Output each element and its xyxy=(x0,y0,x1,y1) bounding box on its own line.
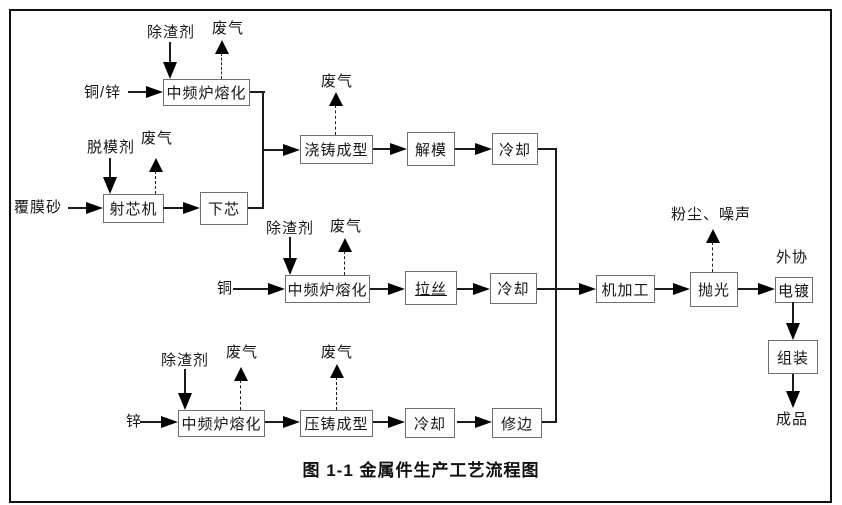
flow-arrowhead xyxy=(283,143,300,156)
process-box-cooling-3: 冷却 xyxy=(405,408,455,438)
flow-line xyxy=(555,149,557,422)
flow-arrowhead xyxy=(162,62,177,79)
flow-line xyxy=(538,148,557,150)
emission-dashed-line xyxy=(240,380,242,410)
emission-arrowhead xyxy=(215,40,229,54)
flow-line xyxy=(184,369,186,397)
flow-line xyxy=(128,91,150,93)
flow-arrowhead xyxy=(102,177,117,194)
process-box-core-shooter: 射芯机 xyxy=(103,194,164,223)
process-box-cooling-1: 冷却 xyxy=(492,133,538,165)
flow-arrowhead xyxy=(161,415,178,428)
label-release-agent: 脱模剂 xyxy=(87,139,136,156)
emission-dashed-line xyxy=(335,105,337,135)
emission-dashed-line xyxy=(344,251,346,275)
flow-arrowhead xyxy=(183,201,200,214)
label-input-cu-zn: 铜/锌 xyxy=(84,84,122,101)
flow-line xyxy=(163,207,187,209)
label-slag-remover-1: 除渣剂 xyxy=(147,24,196,41)
process-box-melt-cu: 中频炉熔化 xyxy=(285,275,370,303)
flow-arrowhead xyxy=(282,258,297,275)
flow-line xyxy=(373,148,394,150)
emission-arrowhead xyxy=(149,158,163,172)
label-waste-gas-1: 废气 xyxy=(212,20,245,37)
label-dust-noise: 粉尘、噪声 xyxy=(671,206,752,223)
flow-arrowhead xyxy=(146,85,163,98)
flow-arrowhead xyxy=(388,415,405,428)
flow-line xyxy=(233,288,272,290)
flow-line xyxy=(262,92,264,209)
process-box-assembly: 组装 xyxy=(768,340,818,374)
label-waste-gas-6: 废气 xyxy=(321,344,354,361)
label-input-zn: 锌 xyxy=(126,413,143,430)
label-slag-remover-3: 除渣剂 xyxy=(161,352,210,369)
flow-arrowhead xyxy=(475,415,492,428)
label-slag-remover-2: 除渣剂 xyxy=(266,220,315,237)
flow-line xyxy=(263,149,288,151)
flow-line xyxy=(455,148,479,150)
flow-line xyxy=(537,288,583,290)
label-waste-gas-4: 废气 xyxy=(330,218,363,235)
process-box-melt-cu-zn: 中频炉熔化 xyxy=(163,79,250,106)
flow-arrowhead xyxy=(579,282,596,295)
emission-arrowhead xyxy=(706,229,720,243)
label-input-coated-sand: 覆膜砂 xyxy=(14,199,63,216)
process-box-die-casting: 压铸成型 xyxy=(300,410,373,437)
flow-line xyxy=(169,42,171,66)
process-box-cooling-2: 冷却 xyxy=(490,273,537,304)
process-box-electroplating: 电镀 xyxy=(775,277,813,303)
process-box-demold: 解模 xyxy=(407,132,455,166)
flow-line xyxy=(68,207,90,209)
flow-line xyxy=(373,421,392,423)
label-input-cu: 铜 xyxy=(217,280,234,297)
flow-line xyxy=(457,421,479,423)
figure-caption: 图 1-1 金属件生产工艺流程图 xyxy=(302,461,540,480)
process-box-machining: 机加工 xyxy=(596,275,655,303)
flow-line xyxy=(792,374,794,396)
process-box-wire-drawing: 拉丝 xyxy=(405,271,457,305)
label-outsourced: 外协 xyxy=(776,249,809,266)
flow-arrowhead xyxy=(177,393,192,410)
process-box-core-setting: 下芯 xyxy=(200,192,248,225)
flow-arrowhead xyxy=(268,282,285,295)
flow-line xyxy=(289,237,291,262)
emission-dashed-line xyxy=(336,377,338,410)
emission-arrowhead xyxy=(234,367,248,381)
flow-arrowhead xyxy=(758,282,775,295)
process-box-melt-zn: 中频炉熔化 xyxy=(178,410,265,437)
emission-dashed-line xyxy=(221,53,223,79)
flow-arrowhead xyxy=(785,391,800,408)
label-final-product: 成品 xyxy=(776,411,809,428)
flow-line xyxy=(457,288,477,290)
emission-arrowhead xyxy=(329,92,343,106)
process-box-pour-casting: 浇铸成型 xyxy=(300,135,373,164)
emission-dashed-line xyxy=(712,242,714,272)
flow-line xyxy=(738,288,762,290)
flow-line xyxy=(248,207,264,209)
emission-arrowhead xyxy=(338,238,352,252)
process-box-trimming: 修边 xyxy=(492,408,542,438)
flow-arrowhead xyxy=(785,323,800,340)
process-box-polishing: 抛光 xyxy=(690,272,738,307)
flow-line xyxy=(655,288,677,290)
flow-line xyxy=(265,421,287,423)
flow-arrowhead xyxy=(475,142,492,155)
flow-line xyxy=(370,288,392,290)
flow-line xyxy=(140,421,165,423)
flow-line xyxy=(250,91,265,93)
emission-dashed-line xyxy=(155,171,157,194)
flow-line xyxy=(542,421,557,423)
flow-arrowhead xyxy=(86,201,103,214)
flow-arrowhead xyxy=(390,142,407,155)
label-waste-gas-3: 废气 xyxy=(321,73,354,90)
flow-line xyxy=(109,158,111,181)
flow-arrowhead xyxy=(388,282,405,295)
flow-arrowhead xyxy=(673,282,690,295)
flow-line xyxy=(792,302,794,327)
label-waste-gas-2: 废气 xyxy=(141,130,174,147)
flow-arrowhead xyxy=(283,415,300,428)
label-waste-gas-5: 废气 xyxy=(226,344,259,361)
flow-arrowhead xyxy=(473,282,490,295)
emission-arrowhead xyxy=(330,364,344,378)
